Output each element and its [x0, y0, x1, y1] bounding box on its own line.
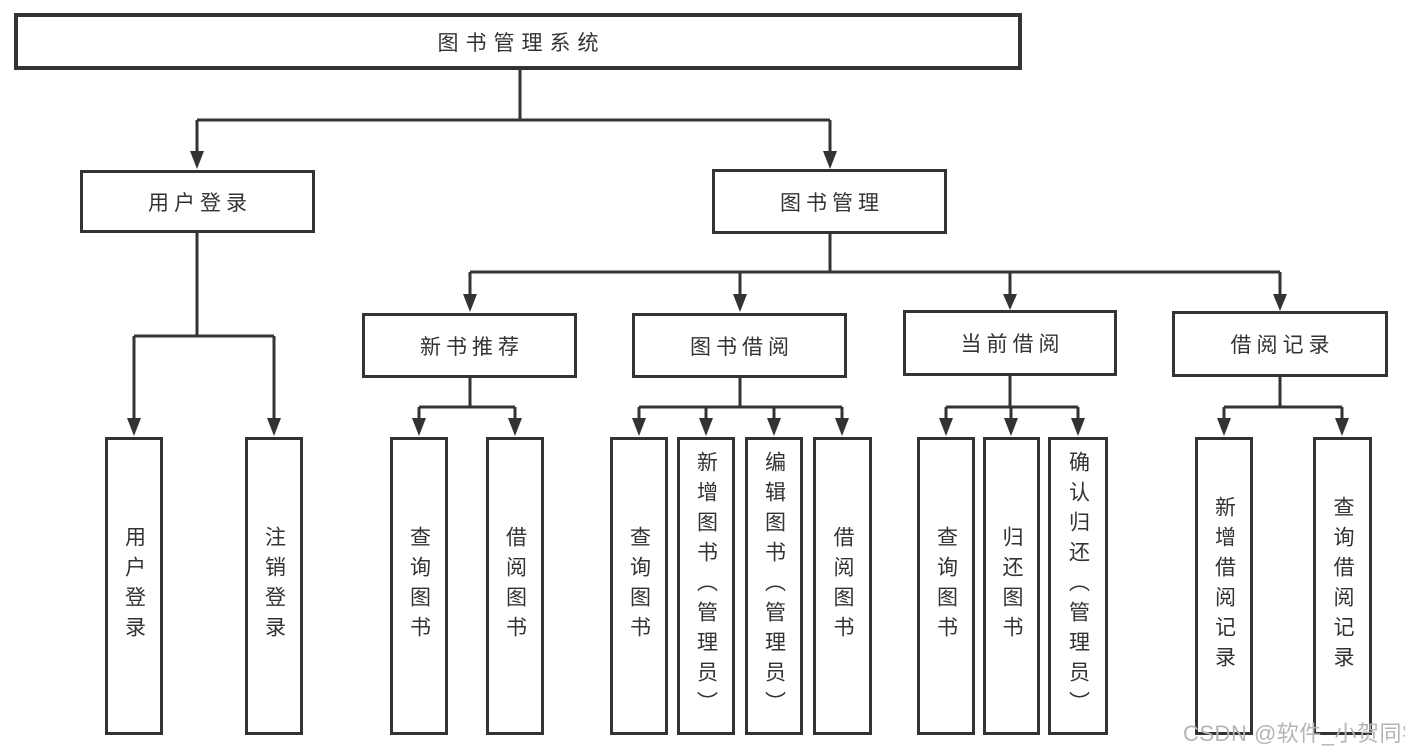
node-current-borrowing: 当前借阅: [903, 310, 1117, 376]
node-add-borrow-record: 新增借阅记录: [1195, 437, 1253, 735]
node-edit-book-admin: 编辑图书（管理员）: [745, 437, 803, 735]
node-logout: 注销登录: [245, 437, 303, 735]
node-label: 图书管理系统: [437, 31, 606, 55]
node-return-book: 归还图书: [983, 437, 1040, 735]
node-library-management-system: 图书管理系统: [14, 13, 1022, 70]
node-label: 新增图书（管理员）: [694, 451, 718, 721]
node-query-borrow-record: 查询借阅记录: [1313, 437, 1372, 735]
node-label: 当前借阅: [960, 333, 1065, 356]
node-label: 借阅图书: [503, 526, 527, 646]
node-label: 编辑图书（管理员）: [762, 451, 786, 721]
node-label: 借阅记录: [1230, 334, 1335, 357]
node-label: 新增借阅记录: [1212, 496, 1236, 676]
node-label: 图书借阅: [690, 335, 794, 359]
node-query-books-borrow: 查询图书: [610, 437, 668, 735]
node-add-book-admin: 新增图书（管理员）: [677, 437, 735, 735]
node-query-books-current: 查询图书: [917, 437, 975, 735]
connector-line-group: [132, 70, 1344, 420]
node-label: 借阅图书: [831, 526, 854, 646]
node-query-books-recommend: 查询图书: [390, 437, 448, 735]
node-book-management: 图书管理: [712, 169, 947, 234]
node-label: 查询图书: [627, 526, 651, 646]
node-label: 查询借阅记录: [1331, 496, 1354, 676]
node-book-borrowing: 图书借阅: [632, 313, 847, 378]
node-label: 用户登录: [148, 191, 252, 215]
node-label: 查询图书: [934, 526, 958, 646]
node-label: 确认归还（管理员）: [1066, 451, 1090, 721]
node-label: 查询图书: [407, 526, 431, 646]
node-label: 归还图书: [1000, 526, 1023, 646]
node-label: 注销登录: [262, 526, 286, 646]
node-borrow-books-recommend: 借阅图书: [486, 437, 544, 735]
node-label: 用户登录: [122, 526, 146, 646]
node-user-login-leaf: 用户登录: [105, 437, 163, 735]
node-confirm-return-admin: 确认归还（管理员）: [1048, 437, 1108, 735]
node-borrowing-records: 借阅记录: [1172, 311, 1388, 377]
node-new-book-recommendation: 新书推荐: [362, 313, 577, 378]
node-label: 图书管理: [780, 191, 884, 215]
node-borrow-books-leaf: 借阅图书: [813, 437, 872, 735]
node-label: 新书推荐: [420, 335, 524, 359]
arrowhead-icons: [127, 151, 1349, 436]
node-user-login-branch: 用户登录: [80, 170, 315, 233]
